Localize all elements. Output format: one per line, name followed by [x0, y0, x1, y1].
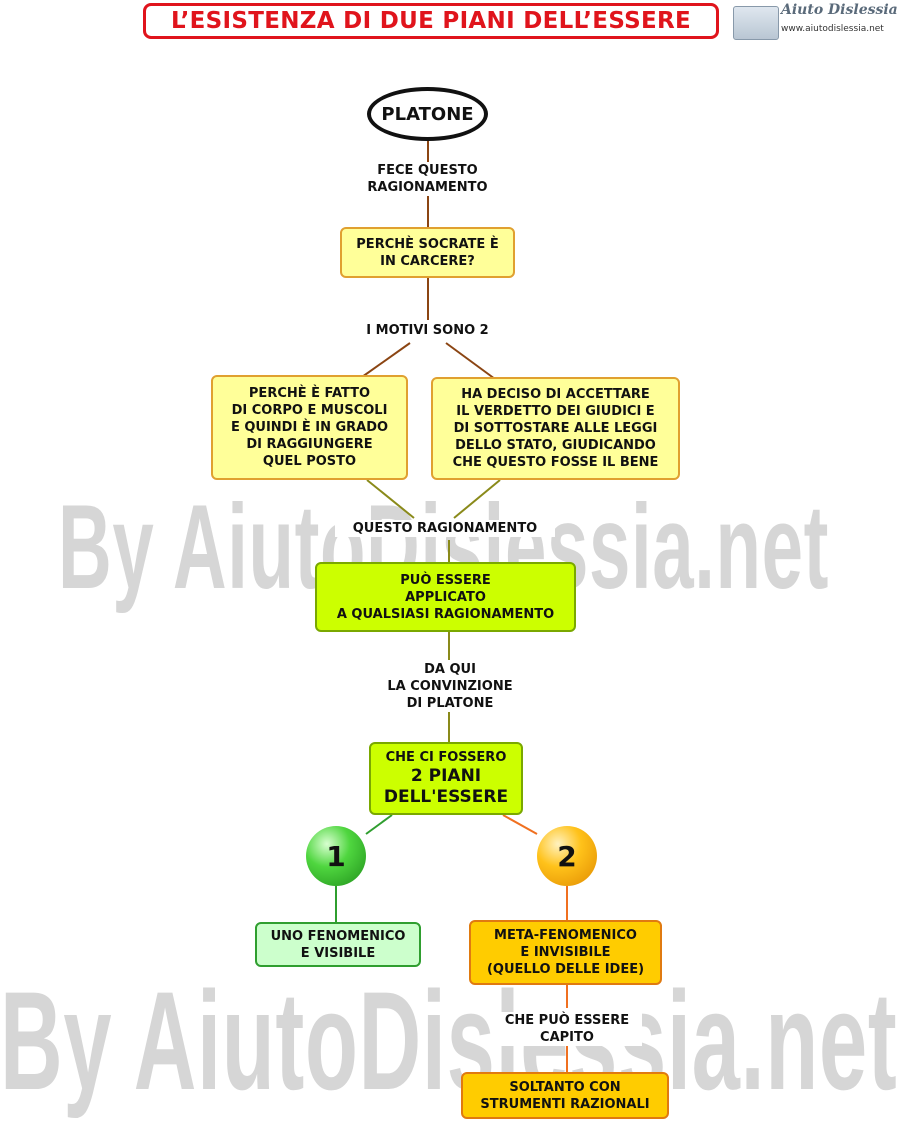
link-label-understood: CHE PUÒ ESSERE CAPITO [492, 1012, 642, 1046]
logo-url: www.aiutodislessia.net [781, 24, 884, 34]
connector-conviction-plane1 [365, 814, 393, 835]
connector-reason1-reasoning [366, 479, 415, 519]
watermark-lower: By AiutoDislessia.net [0, 962, 898, 1119]
conviction-line2: 2 PIANI DELL'ESSERE [383, 766, 509, 807]
plane2-number-icon: 2 [537, 826, 597, 886]
site-logo: Aiuto Dislessia www.aiutodislessia.net [733, 2, 898, 42]
link-label-reasoning: FECE QUESTO RAGIONAMENTO [355, 162, 500, 196]
link-label-this-reasoning: QUESTO RAGIONAMENTO [335, 520, 555, 537]
logo-book-icon [733, 6, 779, 40]
node-plane-phenomenal: UNO FENOMENICO E VISIBILE [255, 922, 421, 967]
page-title: L’ESISTENZA DI DUE PIANI DELL’ESSERE [170, 8, 692, 34]
connector-reason2-reasoning [453, 479, 501, 519]
connector-motives-reason1 [361, 342, 411, 378]
node-applied: PUÒ ESSERE APPLICATO A QUALSIASI RAGIONA… [315, 562, 576, 632]
node-platone: PLATONE [367, 87, 488, 141]
link-label-conviction: DA QUI LA CONVINZIONE DI PLATONE [370, 661, 530, 712]
node-reason-body: PERCHÈ È FATTO DI CORPO E MUSCOLI E QUIN… [211, 375, 408, 480]
node-conviction: CHE CI FOSSERO 2 PIANI DELL'ESSERE [369, 742, 523, 815]
node-plane-meta: META-FENOMENICO E INVISIBILE (QUELLO DEL… [469, 920, 662, 985]
node-question: PERCHÈ SOCRATE È IN CARCERE? [340, 227, 515, 278]
plane1-number-icon: 1 [306, 826, 366, 886]
conviction-line1: CHE CI FOSSERO [385, 750, 507, 765]
link-label-two-motives: I MOTIVI SONO 2 [345, 322, 510, 339]
connector-motives-reason2 [445, 342, 496, 380]
title-box: L’ESISTENZA DI DUE PIANI DELL’ESSERE [143, 3, 719, 39]
connector-conviction-plane2 [502, 814, 538, 835]
node-reason-verdict: HA DECISO DI ACCETTARE IL VERDETTO DEI G… [431, 377, 680, 480]
logo-name: Aiuto Dislessia [781, 2, 898, 18]
node-rational-tools: SOLTANTO CON STRUMENTI RAZIONALI [461, 1072, 669, 1119]
